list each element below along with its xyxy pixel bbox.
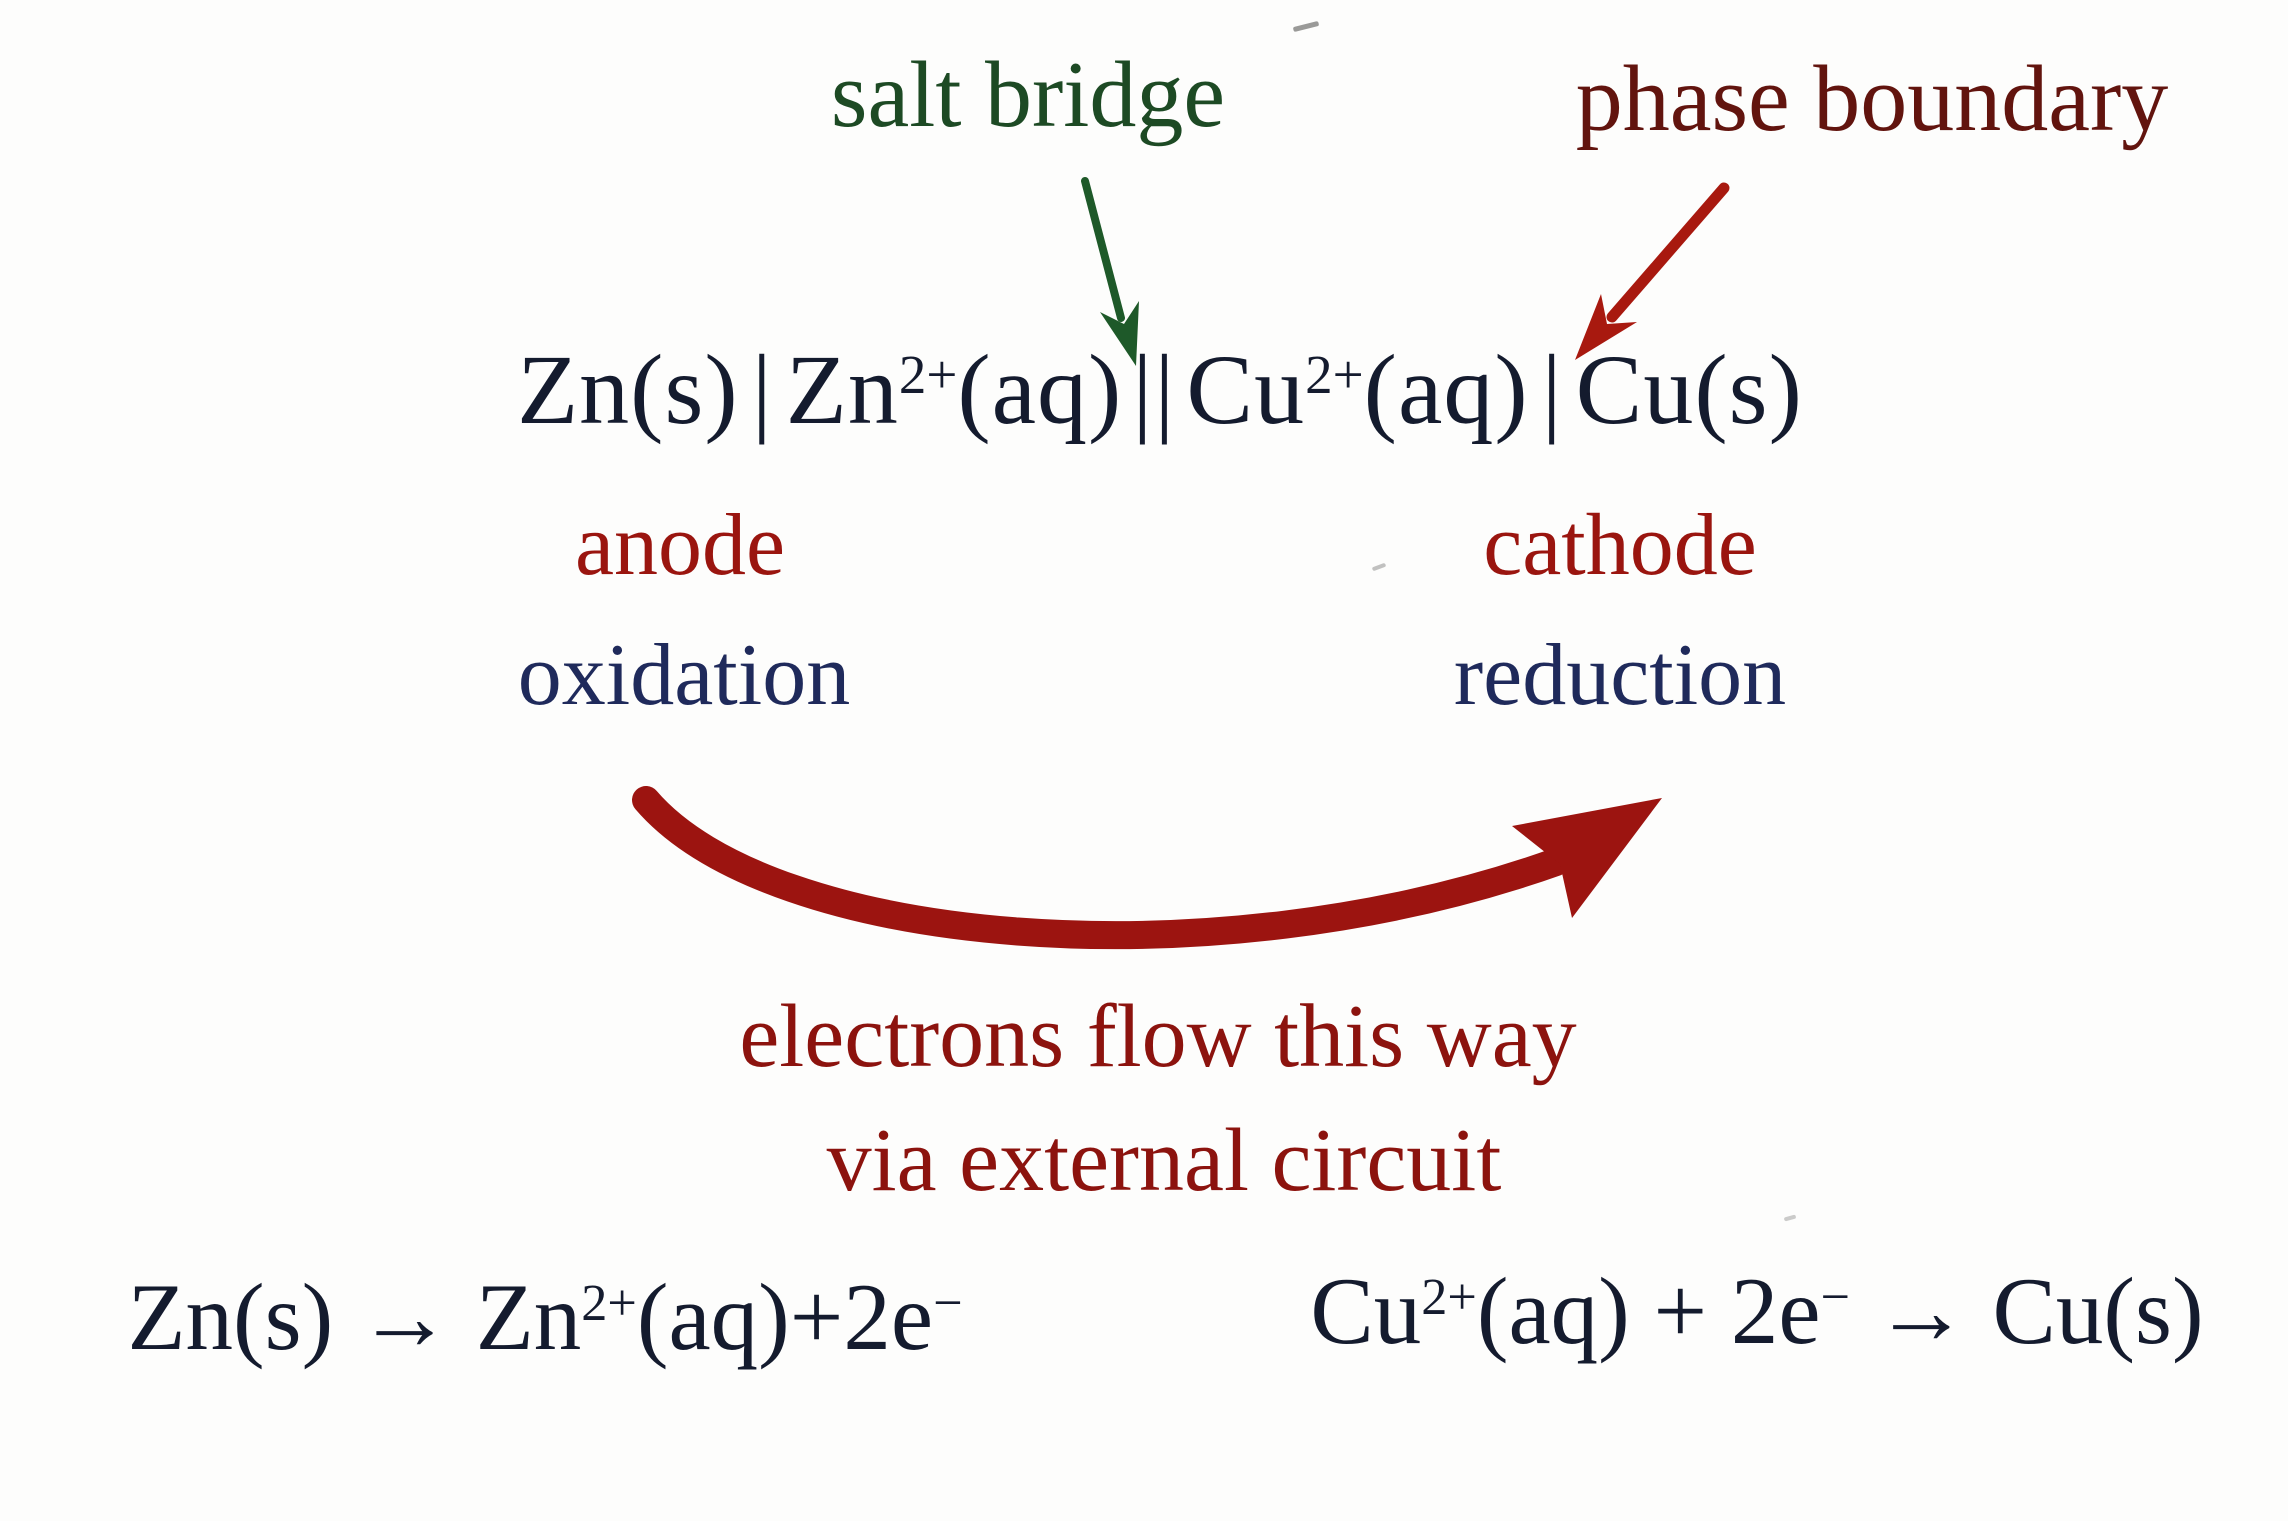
oxidation-label: oxidation — [517, 627, 851, 724]
phase-bar-right: | — [1541, 334, 1563, 445]
salt-bridge-bars: || — [1132, 334, 1177, 445]
phase-boundary-arrow-head — [1575, 294, 1637, 360]
salt-bridge-arrow-shaft — [1081, 177, 1125, 322]
reduction-reactant-rest: (aq) + 2e — [1476, 1258, 1821, 1364]
oxidation-electron-sign: − — [933, 1274, 963, 1333]
oxidation-half-equation: Zn(s) → Zn2+(aq)+2e− — [127, 1270, 962, 1365]
electron-flow-arrow — [632, 786, 1662, 950]
electron-flow-caption-line2: via external circuit — [826, 1111, 1502, 1210]
zn-ion-charge: 2+ — [898, 343, 958, 405]
phase-boundary-arrow-shaft — [1606, 182, 1730, 323]
phase-boundary-label: phase boundary — [1575, 47, 2169, 151]
oxidation-arrow: → — [333, 1264, 476, 1370]
reduction-half-equation: Cu2+(aq) + 2e− → Cu(s) — [1310, 1264, 2203, 1359]
phase-bar-left: | — [751, 334, 773, 445]
zn-solid: Zn(s) — [517, 334, 739, 445]
oxidation-reactant: Zn(s) — [127, 1264, 334, 1370]
salt-bridge-arrow — [1081, 177, 1139, 366]
reduction-product: Cu(s) — [1992, 1258, 2204, 1364]
oxidation-product-base: Zn — [475, 1264, 582, 1370]
electron-flow-caption-line1: electrons flow this way — [739, 987, 1577, 1086]
reduction-reactant-base: Cu — [1310, 1258, 1422, 1364]
reduction-electron-sign: − — [1820, 1268, 1851, 1327]
zn-aq: (aq) — [957, 334, 1123, 445]
oxidation-product-rest: (aq)+2e — [636, 1264, 934, 1370]
cu-ion-charge: 2+ — [1305, 343, 1364, 405]
cu-solid: Cu(s) — [1575, 334, 1803, 445]
salt-bridge-arrow-head — [1100, 301, 1139, 366]
salt-bridge-label: salt bridge — [830, 43, 1226, 147]
cu-ion: Cu — [1186, 334, 1306, 445]
phase-boundary-arrow — [1575, 182, 1730, 360]
reduction-reactant-charge: 2+ — [1421, 1268, 1477, 1327]
zn-ion: Zn — [785, 334, 899, 445]
anode-label: anode — [574, 497, 786, 594]
reduction-arrow: → — [1850, 1258, 1993, 1364]
cu-aq: (aq) — [1363, 334, 1529, 445]
cathode-label: cathode — [1483, 497, 1757, 594]
electron-flow-arrow-shaft — [632, 786, 1570, 950]
oxidation-product-charge: 2+ — [581, 1274, 637, 1333]
cell-notation: Zn(s)|Zn2+(aq)||Cu2+(aq)|Cu(s) — [517, 340, 1803, 440]
electron-flow-arrow-head — [1512, 798, 1662, 918]
reduction-label: reduction — [1453, 627, 1787, 724]
